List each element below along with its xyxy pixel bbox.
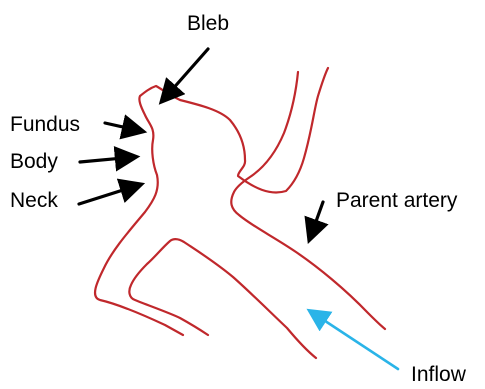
inflow-arrow bbox=[313, 313, 398, 369]
inflow-label: Inflow bbox=[411, 364, 466, 385]
body-arrow bbox=[80, 157, 134, 162]
inflow-vessel-outline bbox=[129, 239, 316, 358]
body-label: Body bbox=[10, 151, 58, 172]
neck-arrow bbox=[79, 185, 139, 204]
parent-artery-label: Parent artery bbox=[336, 190, 457, 211]
fundus-label: Fundus bbox=[10, 114, 80, 135]
fundus-arrow bbox=[105, 123, 141, 131]
bleb-arrow bbox=[163, 49, 208, 100]
bleb-label: Bleb bbox=[187, 13, 229, 34]
neck-label: Neck bbox=[10, 190, 58, 211]
parent-artery-arrow bbox=[310, 202, 323, 238]
